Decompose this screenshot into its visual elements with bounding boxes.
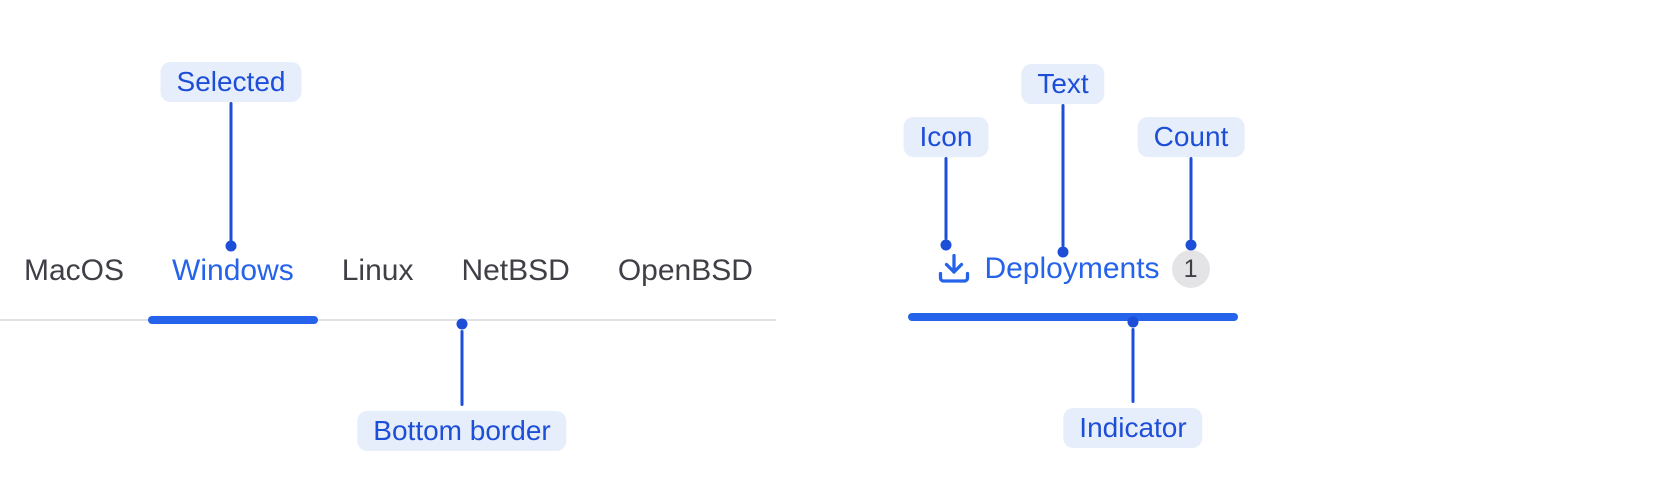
- annotation-count-dot: [1185, 239, 1197, 251]
- tab-content-row: Deployments 1: [908, 246, 1238, 288]
- tab-netbsd[interactable]: NetBSD: [437, 246, 593, 324]
- annotation-indicator-line: [1131, 328, 1135, 403]
- download-icon: [939, 253, 970, 283]
- annotation-indicator-dot: [1127, 316, 1139, 328]
- annotation-bottom-border-label: Bottom border: [357, 411, 567, 451]
- selected-tab-indicator: [908, 313, 1238, 321]
- annotation-bottom-border-line: [460, 330, 464, 406]
- annotation-text-label: Text: [1021, 64, 1105, 104]
- tab-linux[interactable]: Linux: [318, 246, 438, 324]
- annotation-indicator-label: Indicator: [1063, 408, 1203, 448]
- tab-label: MacOS: [24, 254, 125, 287]
- tab-openbsd[interactable]: OpenBSD: [594, 246, 777, 324]
- tabbar-bottom-border: [0, 319, 776, 321]
- annotation-icon-line: [944, 157, 948, 240]
- tab-text: Deployments: [984, 252, 1160, 285]
- tab-label: OpenBSD: [617, 254, 753, 287]
- tab-windows[interactable]: Windows: [148, 246, 318, 324]
- os-tabbar: MacOS Windows Linux NetBSD OpenBSD: [0, 246, 777, 324]
- tab-label: Linux: [341, 254, 414, 287]
- annotation-text-dot: [1057, 246, 1069, 258]
- annotation-count-label: Count: [1137, 117, 1245, 157]
- tab-deployments[interactable]: Deployments 1: [908, 246, 1238, 321]
- tab-label: Windows: [172, 254, 294, 287]
- annotation-selected-label: Selected: [160, 62, 302, 102]
- selected-tab-underline: [148, 316, 318, 324]
- tab-count-badge: 1: [1171, 250, 1210, 288]
- tab-label: NetBSD: [461, 254, 570, 287]
- annotation-icon-label: Icon: [903, 117, 989, 157]
- annotation-text-line: [1061, 104, 1065, 247]
- annotation-bottom-border-dot: [456, 318, 468, 330]
- annotation-icon-dot: [940, 239, 952, 251]
- tab-macos[interactable]: MacOS: [0, 246, 148, 324]
- annotation-selected-dot: [225, 240, 237, 252]
- annotation-selected-line: [229, 102, 233, 242]
- annotation-count-line: [1189, 157, 1193, 240]
